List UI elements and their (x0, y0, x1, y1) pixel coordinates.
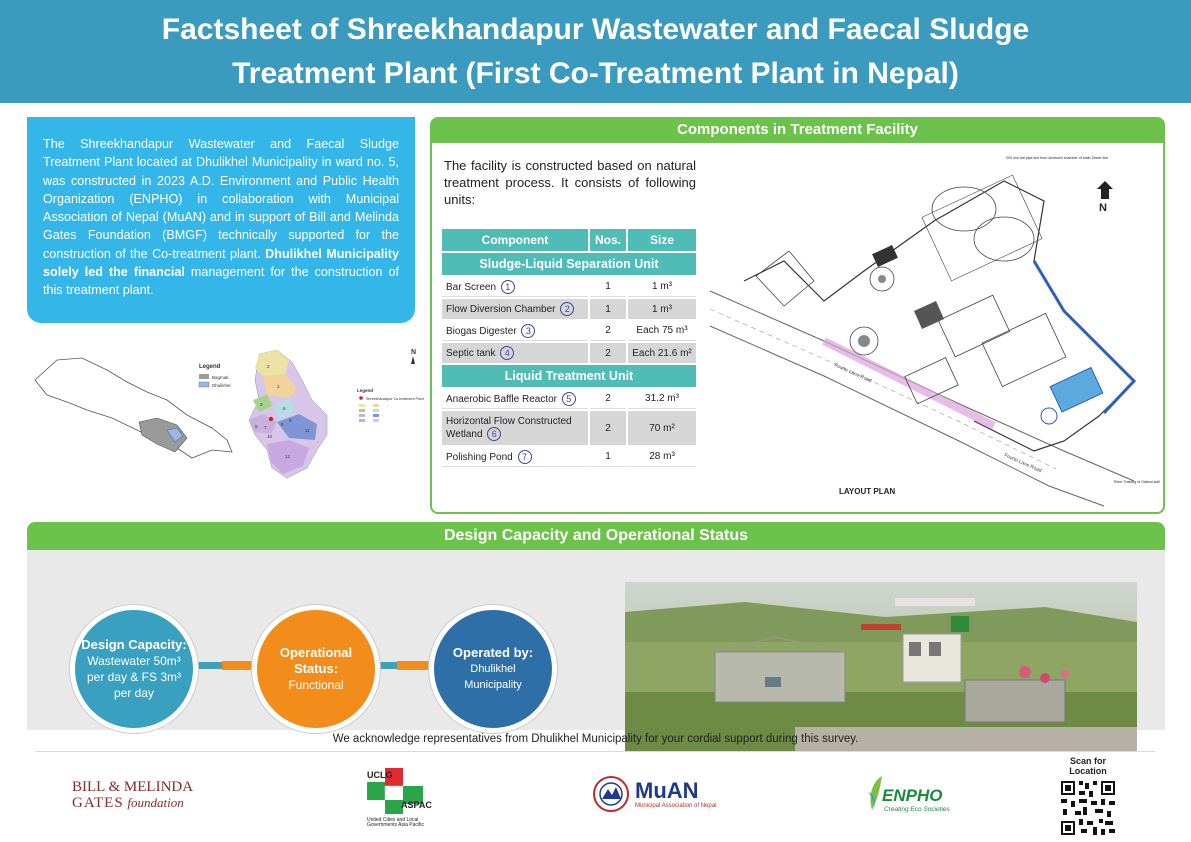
intro-text-end: management for the construction of this … (43, 265, 399, 298)
nepal-map (34, 357, 233, 459)
footer-divider (35, 751, 1155, 752)
col-component: Component (442, 229, 588, 251)
svg-text:5: 5 (255, 424, 258, 429)
design-capacity-circle: Design Capacity: Wastewater 50m³ per day… (70, 605, 198, 733)
components-section: Components in Treatment Facility The fac… (430, 117, 1165, 514)
operational-status-circle: Operational Status: Functional (252, 605, 380, 733)
status-connector-segment (397, 661, 433, 670)
table-row: Horizontal Flow Constructed Wetland 6 2 … (442, 411, 696, 445)
location-maps: Legend Bagmati Dhulikhel 2 1 3 6 5 7 8 9… (27, 340, 427, 490)
plan-note-top: 200 mm dia pipe line from diversion cham… (1006, 156, 1108, 160)
components-intro: The facility is constructed based on nat… (444, 158, 696, 207)
table-row: Anaerobic Baffle Reactor 5 2 31.2 m³ (442, 389, 696, 409)
plant-photo (625, 582, 1137, 752)
col-size: Size (628, 229, 696, 251)
svg-text:2: 2 (267, 364, 270, 369)
table-row: Biogas Digester 3 2 Each 75 m³ (442, 321, 696, 341)
legend2-title: Legend (357, 388, 373, 393)
title-banner: Factsheet of Shreekhandapur Wastewater a… (0, 0, 1191, 103)
table-row: Septic tank 4 2 Each 21.6 m² (442, 343, 696, 363)
leaf-icon (868, 776, 882, 810)
unit-number: 4 (500, 346, 515, 360)
svg-text:10: 10 (267, 434, 273, 439)
col-nos: Nos. (590, 229, 626, 251)
unit-number: 1 (500, 279, 515, 294)
components-table: Component Nos. Size Sludge-Liquid Separa… (440, 227, 698, 469)
bagmati-region (138, 417, 188, 453)
unit-number: 7 (517, 449, 532, 464)
legend-item: Bagmati (212, 375, 229, 380)
page-title: Factsheet of Shreekhandapur Wastewater a… (161, 12, 1030, 90)
components-body: The facility is constructed based on nat… (430, 143, 1165, 514)
svg-text:12: 12 (285, 454, 291, 459)
svg-text:7: 7 (264, 425, 267, 430)
location-map-svg: Legend Bagmati Dhulikhel 2 1 3 6 5 7 8 9… (34, 349, 424, 479)
plan-north: N (1099, 202, 1107, 214)
muan-seal-icon (593, 776, 629, 812)
bmgf-logo: BILL & MELINDA GATES foundation (72, 779, 194, 811)
table-row: Flow Diversion Chamber 2 1 1 m³ (442, 299, 696, 319)
table-row: Polishing Pond 7 1 28 m³ (442, 447, 696, 467)
design-body: Design Capacity: Wastewater 50m³ per day… (27, 550, 1165, 752)
components-header: Components in Treatment Facility (430, 117, 1165, 143)
operated-by-circle: Operated by: Dhulikhel Municipality (429, 605, 557, 733)
status-connector-segment (222, 661, 258, 670)
legend-item: Dhulikhel (212, 383, 231, 388)
enpho-logo: ENPHO Creating Eco Societies (866, 772, 966, 822)
svg-text:8: 8 (281, 422, 284, 427)
unit-number: 6 (487, 426, 502, 441)
svg-text:3: 3 (260, 402, 263, 407)
table-row: Bar Screen 1 1 1 m³ (442, 277, 696, 297)
plan-note-bottom: River Training of Gabion wall (1114, 480, 1160, 484)
svg-text:6: 6 (283, 406, 286, 411)
svg-text:1: 1 (277, 384, 280, 389)
svg-text:9: 9 (289, 418, 292, 423)
acknowledgement: We acknowledge representatives from Dhul… (332, 733, 859, 745)
intro-text-strong: Dhulikhel Municipality solely led the fi… (43, 246, 399, 280)
unit-number: 5 (561, 391, 576, 406)
svg-text:11: 11 (305, 428, 310, 433)
intro-text: The Shreekhandapur Wastewater and Faecal… (43, 137, 399, 261)
unit-number: 2 (560, 302, 575, 316)
road-label: Fourte Lane Road (1003, 452, 1042, 474)
design-section: Design Capacity and Operational Status D… (27, 522, 1165, 752)
plan-caption: LAYOUT PLAN (839, 487, 895, 496)
section-title: Sludge-Liquid Separation Unit (442, 253, 696, 275)
qr-code-block[interactable]: Scan for Location (1053, 756, 1123, 837)
north-arrow: N (411, 349, 416, 356)
uclg-aspac-logo: UCLG ASPAC United Cities and Local Gover… (367, 768, 432, 828)
legend2-item: Shreekhandapur Co-treatment Plant (366, 397, 424, 401)
legend-title: Legend (199, 364, 221, 370)
design-header: Design Capacity and Operational Status (27, 522, 1165, 550)
muan-logo: MuAN Municipal Association of Nepal (592, 775, 732, 815)
section-title: Liquid Treatment Unit (442, 365, 696, 387)
qr-label: Scan for Location (1069, 756, 1107, 776)
qr-code-icon[interactable] (1059, 779, 1117, 837)
intro-box: The Shreekhandapur Wastewater and Faecal… (27, 117, 415, 323)
layout-plan-drawing: Fourte Lane Road Fourte Lane Road (709, 156, 1160, 507)
uclg-mark-icon (367, 768, 423, 814)
dhulikhel-region (166, 427, 184, 443)
unit-number: 3 (521, 323, 536, 338)
